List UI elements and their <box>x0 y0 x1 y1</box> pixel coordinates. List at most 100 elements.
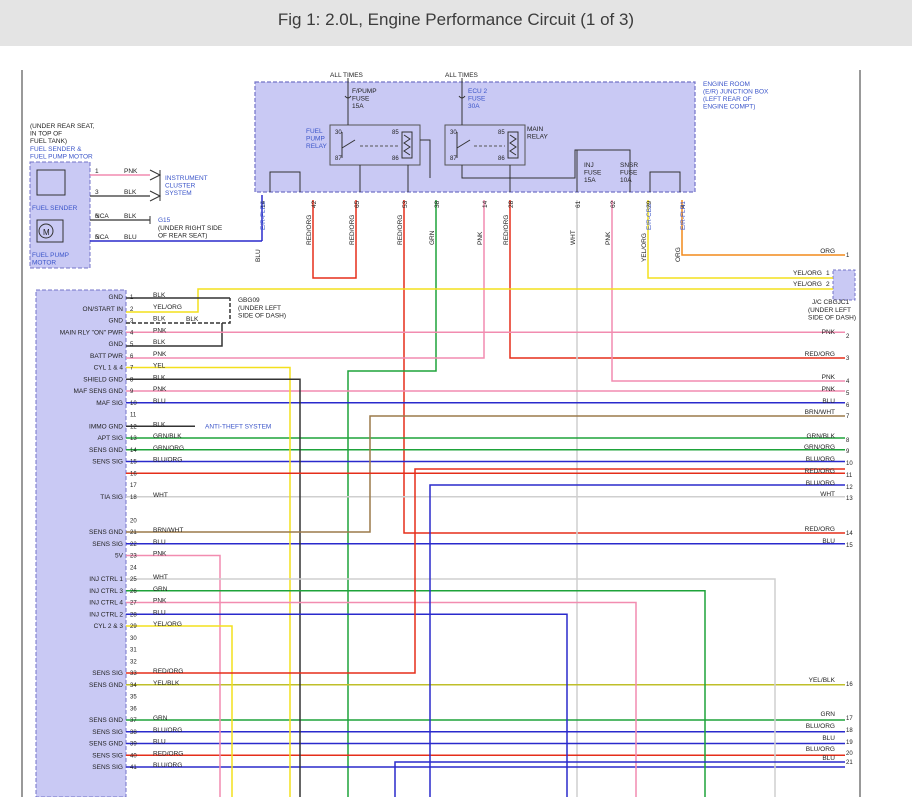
ecm-wire-color: BLK <box>153 339 166 346</box>
ecm-pin-number: 18 <box>130 495 137 501</box>
jb-pin-number: 38 <box>434 200 441 208</box>
right-wire-number: 20 <box>846 751 853 757</box>
ecm-pin-number: 21 <box>130 530 137 536</box>
ecm-wire-color: BLU/ORG <box>153 727 182 734</box>
right-wire-color: BLU/ORG <box>806 746 835 753</box>
jb-pin-number: 14 <box>260 200 267 208</box>
ecm-wire-color: GRN <box>153 715 168 722</box>
fpump-fuse-label: 15A <box>352 103 364 110</box>
ecm-pin-name: SHIELD GND <box>83 376 123 383</box>
right-wire-number: 7 <box>846 414 850 420</box>
cbgjc1-pin-2: 2 <box>826 281 830 288</box>
ecm-pin-name: INJ CTRL 2 <box>89 611 123 618</box>
ecm-pin-number: 28 <box>130 612 137 618</box>
relay-coil <box>401 131 413 159</box>
ecm-pin-number: 17 <box>130 483 137 489</box>
right-wire-number: 16 <box>846 682 853 688</box>
ecm-wire-8 <box>126 378 301 797</box>
fuel-sender-location-label: (UNDER REAR SEAT, <box>30 123 95 130</box>
fuel-pump-relay-label: FUEL <box>306 128 323 135</box>
instrument-cluster-label: CLUSTER <box>165 183 196 190</box>
right-wire-number: 1 <box>846 253 850 259</box>
ecm-wire-color: BLK <box>153 374 166 381</box>
ecm-pin-number: 8 <box>130 377 134 383</box>
right-wire-color: BRN/WHT <box>805 409 835 416</box>
wire-yel-on-start <box>126 288 833 313</box>
jb-pin-number: 61 <box>575 200 582 208</box>
ecm-pin-name: MAIN RLY "ON" PWR <box>60 329 124 336</box>
ecm-wire-color: WHT <box>153 492 168 499</box>
ecm-pin-name: SENS SIG <box>92 670 123 677</box>
ecu2-fuse-label: 30A <box>468 103 480 110</box>
fuel-sender-location-label: FUEL TANK) <box>30 138 67 145</box>
ecm-pin-number: 39 <box>130 742 137 748</box>
all-times-label: ALL TIMES <box>445 72 479 79</box>
right-wire-color: BLU <box>822 735 835 742</box>
main-relay-label: MAIN <box>527 126 544 133</box>
jb-wire-inj-snsr <box>461 149 631 192</box>
fuel-sender-pin-label: 1 <box>95 168 99 175</box>
jb-pin-name: E/R-FLR2 <box>260 201 267 230</box>
ecm-pin-name: GND <box>109 341 124 348</box>
ecm-pin-name: TIA SIG <box>100 494 123 501</box>
inj-fuse-label: FUSE <box>584 170 602 177</box>
right-wire-color: YEL/BLK <box>809 677 836 684</box>
gbg09-wire-label: BLK <box>186 316 199 323</box>
ecm-pin-number: 37 <box>130 718 137 724</box>
junction-box-label: (LEFT REAR OF <box>703 96 752 103</box>
ecm-pin-name: APT SIG <box>97 435 123 442</box>
right-wire-color: RED/ORG <box>805 526 835 533</box>
right-wire-color: BLU/ORG <box>806 456 835 463</box>
wire-pnk-4 <box>611 200 845 382</box>
main-relay-coil-winding <box>509 134 517 156</box>
ecu2-fuse-symbol <box>458 95 466 99</box>
right-wire-color: GRN <box>821 711 836 718</box>
ecm-pin-number: 32 <box>130 659 137 665</box>
ecm-pin-number: 36 <box>130 706 137 712</box>
ecm-pin-number: 13 <box>130 436 137 442</box>
wire-org-1 <box>681 200 845 256</box>
g15-location-label: OF REAR SEAT) <box>158 233 207 240</box>
jb-wire-relay-link <box>420 139 431 178</box>
snsr-fuse-label: SNSR <box>620 162 638 169</box>
right-wire-color: BLU <box>822 398 835 405</box>
ecm-wire-color: BRN/WHT <box>153 527 183 534</box>
ecm-pin-number: 16 <box>130 471 137 477</box>
gbg09-label: GBG09 <box>238 297 260 304</box>
ecm-pin-name: SENS SIG <box>92 541 123 548</box>
wire-blu-21 <box>394 761 845 797</box>
cbgjc1-wire-1: YEL/ORG <box>793 270 822 277</box>
inj-fuse-label: INJ <box>584 162 594 169</box>
ecm-pin-number: 4 <box>130 330 134 336</box>
gbg09-location-label: (UNDER LEFT <box>238 305 281 312</box>
ecm-pin-number: 14 <box>130 448 137 454</box>
ecm-wire-color: YEL <box>153 363 166 370</box>
fuel-pump-motor-symbol <box>36 219 64 243</box>
right-wire-color: BLU/ORG <box>806 480 835 487</box>
jb-wire-color: BLU <box>255 249 262 262</box>
ecm-wire-color: BLU <box>153 398 166 405</box>
ecm-pin-number: 1 <box>130 295 134 301</box>
ecm-pin-name: INJ CTRL 3 <box>89 588 123 595</box>
junction-box-label: ENGINE ROOM <box>703 81 750 88</box>
ecm-pin-name: SENS GND <box>89 447 123 454</box>
jb-pin-number: 65 <box>354 200 361 208</box>
fuel-sender-pin-label: 5 <box>95 234 99 241</box>
wire-blk-gnd-3 <box>126 298 231 324</box>
fuel-sender-wire-color: PNK <box>124 168 138 175</box>
fuel-sender-wire-color: BLK <box>124 189 137 196</box>
jb-pin-name: E/R-CBS <box>646 203 653 230</box>
ecm-wire-7 <box>126 366 291 797</box>
ecm-pin-name: SENS SIG <box>92 729 123 736</box>
instrument-cluster-label: SYSTEM <box>165 190 192 197</box>
inj-fuse-label: 15A <box>584 177 596 184</box>
jb-wire-color: ORG <box>675 247 682 262</box>
right-wire-color: GRN/BLK <box>806 433 835 440</box>
ecm-pin-name: MAF SENS GND <box>74 388 124 395</box>
ecu2-fuse-label: ECU 2 <box>468 88 488 95</box>
ecm-pin-name: GND <box>109 294 124 301</box>
ecm-pin-number: 6 <box>130 354 134 360</box>
right-wire-color: BLU/ORG <box>806 723 835 730</box>
relay-terminal-label: 30 <box>335 130 342 136</box>
wire-red-3 <box>509 200 845 359</box>
